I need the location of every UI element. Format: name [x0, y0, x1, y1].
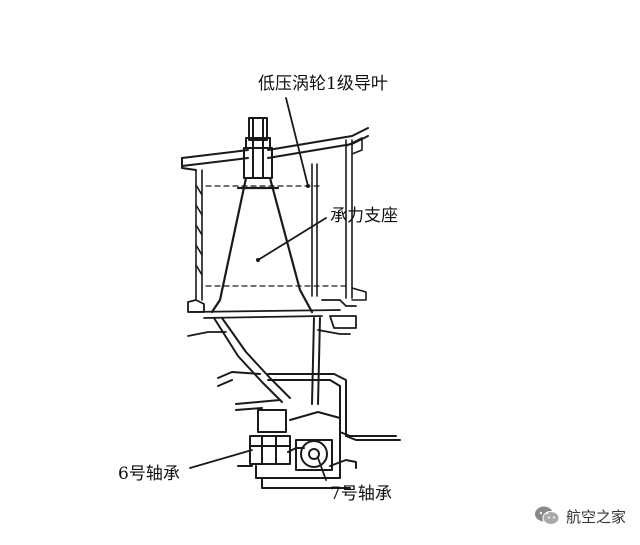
label-lp-turbine-vane: 低压涡轮1级导叶 — [258, 74, 388, 94]
anchor-dots — [256, 184, 310, 262]
outer-casing — [181, 127, 369, 171]
label-bearing-7: 7号轴承 — [330, 484, 392, 504]
lower-flange — [187, 299, 357, 337]
leader-lines — [189, 97, 327, 481]
label-bearing-6: 6号轴承 — [118, 464, 180, 484]
watermark-text: 航空之家 — [565, 507, 626, 526]
support-cone — [213, 317, 401, 441]
bearing-housing — [237, 409, 357, 489]
label-support-seat: 承力支座 — [330, 206, 398, 226]
watermark: 航空之家 — [534, 505, 626, 527]
top-bolt — [243, 117, 273, 179]
left-wall — [195, 169, 203, 301]
vane-dashed-lines — [205, 185, 347, 287]
wechat-icon — [534, 506, 560, 525]
support-strut — [210, 176, 314, 314]
